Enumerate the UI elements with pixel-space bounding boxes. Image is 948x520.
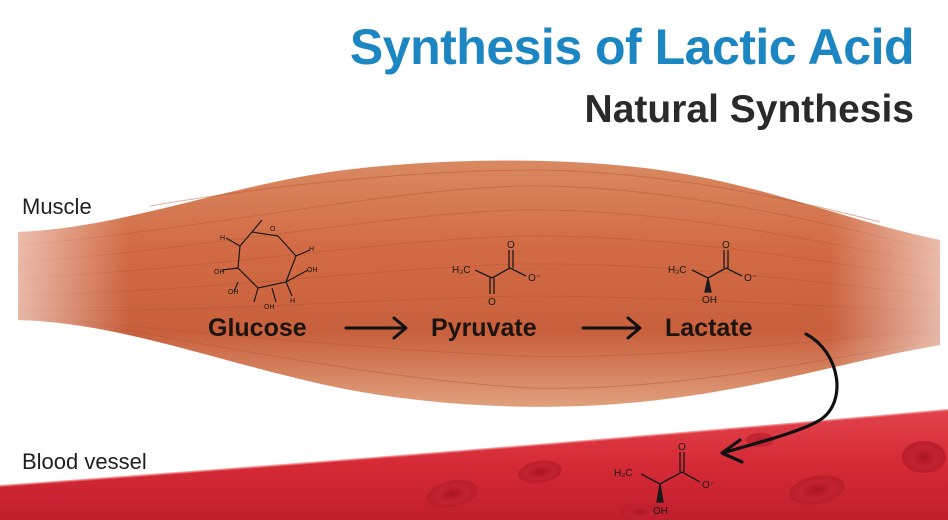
- lactate-hydroxyl-label: OH: [702, 295, 717, 306]
- glucose-hydrogen-label: H: [290, 298, 295, 305]
- glucose-label: Glucose: [208, 314, 307, 342]
- blood-lactate-anion-label: O⁻: [702, 480, 715, 491]
- pyruvate-label: Pyruvate: [431, 314, 537, 342]
- glucose-hydrogen-label: H: [309, 246, 314, 253]
- glucose-hydroxyl-label: OH: [264, 304, 275, 311]
- blood-lactate-hydroxyl-label: OH: [653, 506, 668, 517]
- pyruvate-structure: [474, 250, 527, 294]
- red-blood-cell: [902, 441, 946, 473]
- muscle-edge-fade: [18, 160, 940, 407]
- blood-vessel-edge: [0, 409, 948, 487]
- blood-vessel: [0, 409, 948, 520]
- blood-lactate-structure: [640, 452, 701, 503]
- page-title: Synthesis of Lactic Acid: [349, 19, 915, 75]
- blood-vessel-body: [0, 410, 948, 520]
- pyruvate-atom-labels: H₃C O O O⁻: [452, 240, 541, 308]
- muscle-label: Muscle: [22, 194, 92, 219]
- transport-arrow: [720, 332, 839, 464]
- red-blood-cell: [789, 475, 845, 505]
- lactate-methyl-label: H₃C: [668, 265, 687, 276]
- muscle: [18, 160, 941, 407]
- blood-lactate-oxygen-label: O: [678, 442, 686, 453]
- glucose-ring: [237, 231, 297, 289]
- glucose-hydrogen-label: H: [220, 235, 225, 242]
- glucose-oxygen-label: O: [270, 226, 276, 233]
- page-subtitle: Natural Synthesis: [584, 88, 914, 131]
- blood-vessel-label: Blood vessel: [22, 449, 147, 474]
- lactate-label: Lactate: [665, 314, 753, 342]
- pyruvate-anion-label: O⁻: [528, 273, 541, 284]
- red-blood-cell: [518, 460, 562, 484]
- red-blood-cell: [620, 504, 660, 520]
- lactate-oxygen-label: O: [722, 240, 730, 251]
- glucose-hydroxyl-label: OH: [214, 269, 225, 276]
- glucose-structure: [221, 219, 311, 303]
- lactate-transport-arrow: [724, 332, 839, 454]
- glucose-atom-labels: O OH OH OH OH H H H: [214, 226, 318, 311]
- lactate-anion-label: O⁻: [744, 273, 757, 284]
- pyruvate-oxygen-label: O: [507, 240, 515, 251]
- red-blood-cell: [426, 480, 478, 508]
- pathway-arrows: [344, 316, 642, 340]
- blood-lactate-methyl-label: H₃C: [614, 468, 633, 479]
- lactate-atom-labels: H₃C O O⁻ OH: [668, 240, 757, 306]
- blood-lactate-atom-labels: H₃C O O⁻ OH: [614, 442, 715, 517]
- lactate-structure: [691, 250, 743, 293]
- glucose-hydroxyl-label: OH: [307, 267, 318, 274]
- glucose-hydroxyl-label: OH: [228, 289, 239, 296]
- pyruvate-oxygen-label: O: [488, 297, 496, 308]
- pyruvate-methyl-label: H₃C: [452, 265, 471, 276]
